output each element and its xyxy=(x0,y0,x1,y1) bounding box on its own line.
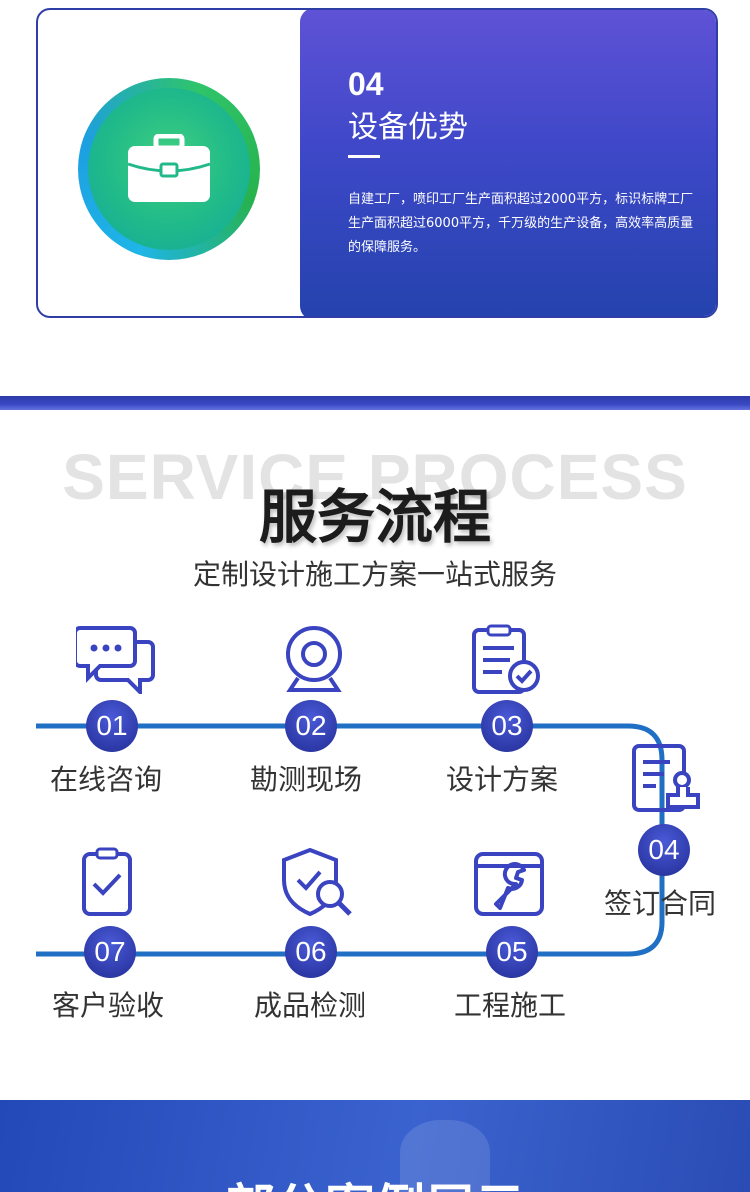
title-underline xyxy=(348,155,380,158)
section-title: 服务流程 xyxy=(258,483,491,551)
step-label: 客户验收 xyxy=(51,989,164,1022)
advantage-icon-circle xyxy=(78,78,260,260)
section-divider xyxy=(0,396,750,410)
step-number: 03 xyxy=(481,700,533,752)
webcam-icon xyxy=(274,622,354,694)
banner-title: 部分案例展示 xyxy=(0,1168,750,1192)
contract-stamp-icon xyxy=(626,742,706,814)
step-number: 02 xyxy=(285,700,337,752)
clipboard-check-icon xyxy=(70,846,150,918)
advantage-panel: 04 设备优势 自建工厂，喷印工厂生产面积超过2000平方，标识标牌工厂生产面积… xyxy=(300,10,716,316)
shield-search-icon xyxy=(276,846,356,918)
step-label: 成品检测 xyxy=(253,989,366,1022)
step-label: 勘测现场 xyxy=(249,763,362,796)
step-number: 06 xyxy=(285,926,337,978)
section-subtitle: 定制设计施工方案一站式服务 xyxy=(192,558,557,591)
chat-icon xyxy=(73,622,156,697)
step-number: 05 xyxy=(486,926,538,978)
step-label: 在线咨询 xyxy=(49,763,162,796)
cases-banner: 部分案例展示 xyxy=(0,1100,750,1192)
step-number: 04 xyxy=(638,824,690,876)
advantage-description: 自建工厂，喷印工厂生产面积超过2000平方，标识标牌工厂生产面积超过6000平方… xyxy=(348,192,694,255)
step-number: 07 xyxy=(84,926,136,978)
wrench-icon xyxy=(470,848,550,920)
checklist-icon xyxy=(466,624,546,696)
briefcase-icon xyxy=(127,134,211,202)
step-label: 工程施工 xyxy=(453,989,566,1022)
advantage-card: 04 设备优势 自建工厂，喷印工厂生产面积超过2000平方，标识标牌工厂生产面积… xyxy=(36,8,718,318)
advantage-title: 设备优势 xyxy=(348,110,468,145)
step-label: 签订合同 xyxy=(603,887,716,920)
step-number: 01 xyxy=(86,700,138,752)
step-label: 设计方案 xyxy=(445,763,558,796)
banner-decoration xyxy=(400,1120,490,1192)
section-bg-word: SERVICE PROCESS xyxy=(62,441,688,513)
advantage-number: 04 xyxy=(348,66,384,102)
